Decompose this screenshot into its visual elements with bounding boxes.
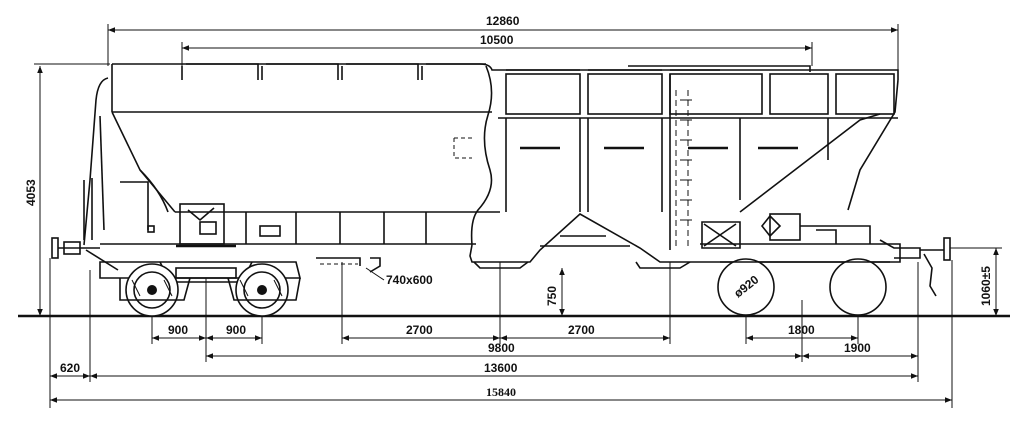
dim-bogie-wheelbase-left: 900 xyxy=(168,323,188,337)
dim-hatch-height: 750 xyxy=(545,286,559,306)
dim-hatch-size: 740x600 xyxy=(386,273,433,287)
left-coupler xyxy=(51,237,119,271)
roof-hatches xyxy=(181,63,811,80)
brake-cabinet xyxy=(176,203,236,248)
wheel-right-1 xyxy=(717,258,775,316)
dim-height: 4053 xyxy=(24,179,38,206)
dim-bogie-end-offset: 1900 xyxy=(844,341,871,355)
dim-bogie-wheelbase-right: 900 xyxy=(226,323,246,337)
car-body xyxy=(83,63,899,250)
left-bogie xyxy=(99,261,302,317)
dim-roof-hatch-span: 10500 xyxy=(480,33,514,47)
dimension-labels: 12860 10500 4053 900 900 2700 2700 1800 … xyxy=(24,14,993,399)
right-coupler xyxy=(920,237,951,297)
dim-hopper-pitch-2: 2700 xyxy=(568,323,595,337)
dim-coupler-axis-length: 13600 xyxy=(484,361,518,375)
dimension-lines xyxy=(34,24,1002,408)
end-platform xyxy=(700,213,921,263)
dim-overall-length: 15840 xyxy=(486,385,516,399)
dim-bogie-centers: 9800 xyxy=(488,341,515,355)
hoppers xyxy=(316,213,700,273)
dim-hopper-pitch-1: 2700 xyxy=(406,323,433,337)
dim-coupler-height: 1060±5 xyxy=(979,266,993,306)
wheel-right-2 xyxy=(829,258,887,316)
right-bogie xyxy=(717,258,890,316)
ladder xyxy=(675,90,692,250)
dim-overall-body-length: 12860 xyxy=(486,14,520,28)
side-panels xyxy=(498,73,898,250)
lower-panels xyxy=(245,212,427,244)
dim-bogie-half-spacing: 1800 xyxy=(788,323,815,337)
dim-coupler-overhang: 620 xyxy=(60,361,80,375)
